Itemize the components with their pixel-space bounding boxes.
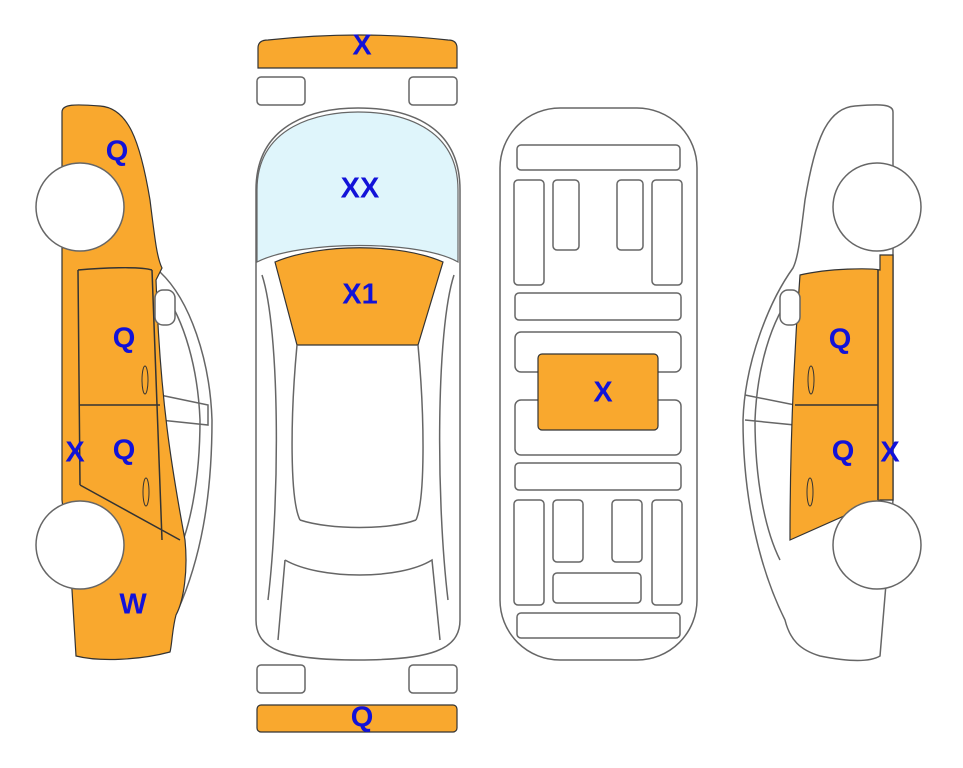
right-front-door-label: Q — [829, 324, 852, 356]
windshield-panel — [256, 111, 459, 264]
left-rear-quarter-label: W — [119, 589, 147, 621]
front-right-headlight — [408, 76, 458, 106]
left-front-door-label: Q — [113, 323, 136, 355]
top-view: X XX X1 Q — [255, 30, 461, 734]
front-left-headlight — [256, 76, 306, 106]
underbody-view: X — [499, 107, 698, 661]
roof-panel — [274, 247, 444, 346]
floor-label: X — [593, 377, 613, 409]
right-front-wheel — [832, 162, 922, 252]
windshield-label: XX — [341, 173, 380, 205]
left-rear-door-handle-icon — [142, 477, 150, 507]
front-bumper-panel — [257, 34, 458, 69]
right-damage-panels — [789, 254, 894, 541]
left-front-fender-label: Q — [106, 136, 129, 168]
left-sill-label: X — [65, 437, 85, 469]
left-front-door-handle-icon — [141, 365, 149, 395]
rear-bumper-panel — [256, 704, 458, 733]
floor-panel — [537, 353, 659, 431]
left-side-view: Q Q X Q W — [35, 104, 213, 661]
rear-right-taillight — [408, 664, 458, 694]
right-rear-door-handle-icon — [806, 477, 814, 507]
right-rear-wheel — [832, 500, 922, 590]
right-rear-door-label: Q — [832, 436, 855, 468]
left-rear-door-label: Q — [113, 435, 136, 467]
right-mirror — [779, 289, 801, 326]
left-rear-wheel — [35, 500, 125, 590]
front-bumper-label: X — [352, 30, 372, 62]
rear-bumper-label: Q — [351, 702, 374, 734]
left-mirror — [154, 289, 176, 326]
rear-left-taillight — [256, 664, 306, 694]
right-sill-label: X — [880, 437, 900, 469]
roof-label: X1 — [342, 279, 377, 311]
right-side-view: Q Q X — [742, 104, 922, 662]
left-front-wheel — [35, 162, 125, 252]
right-front-door-handle-icon — [807, 365, 815, 395]
